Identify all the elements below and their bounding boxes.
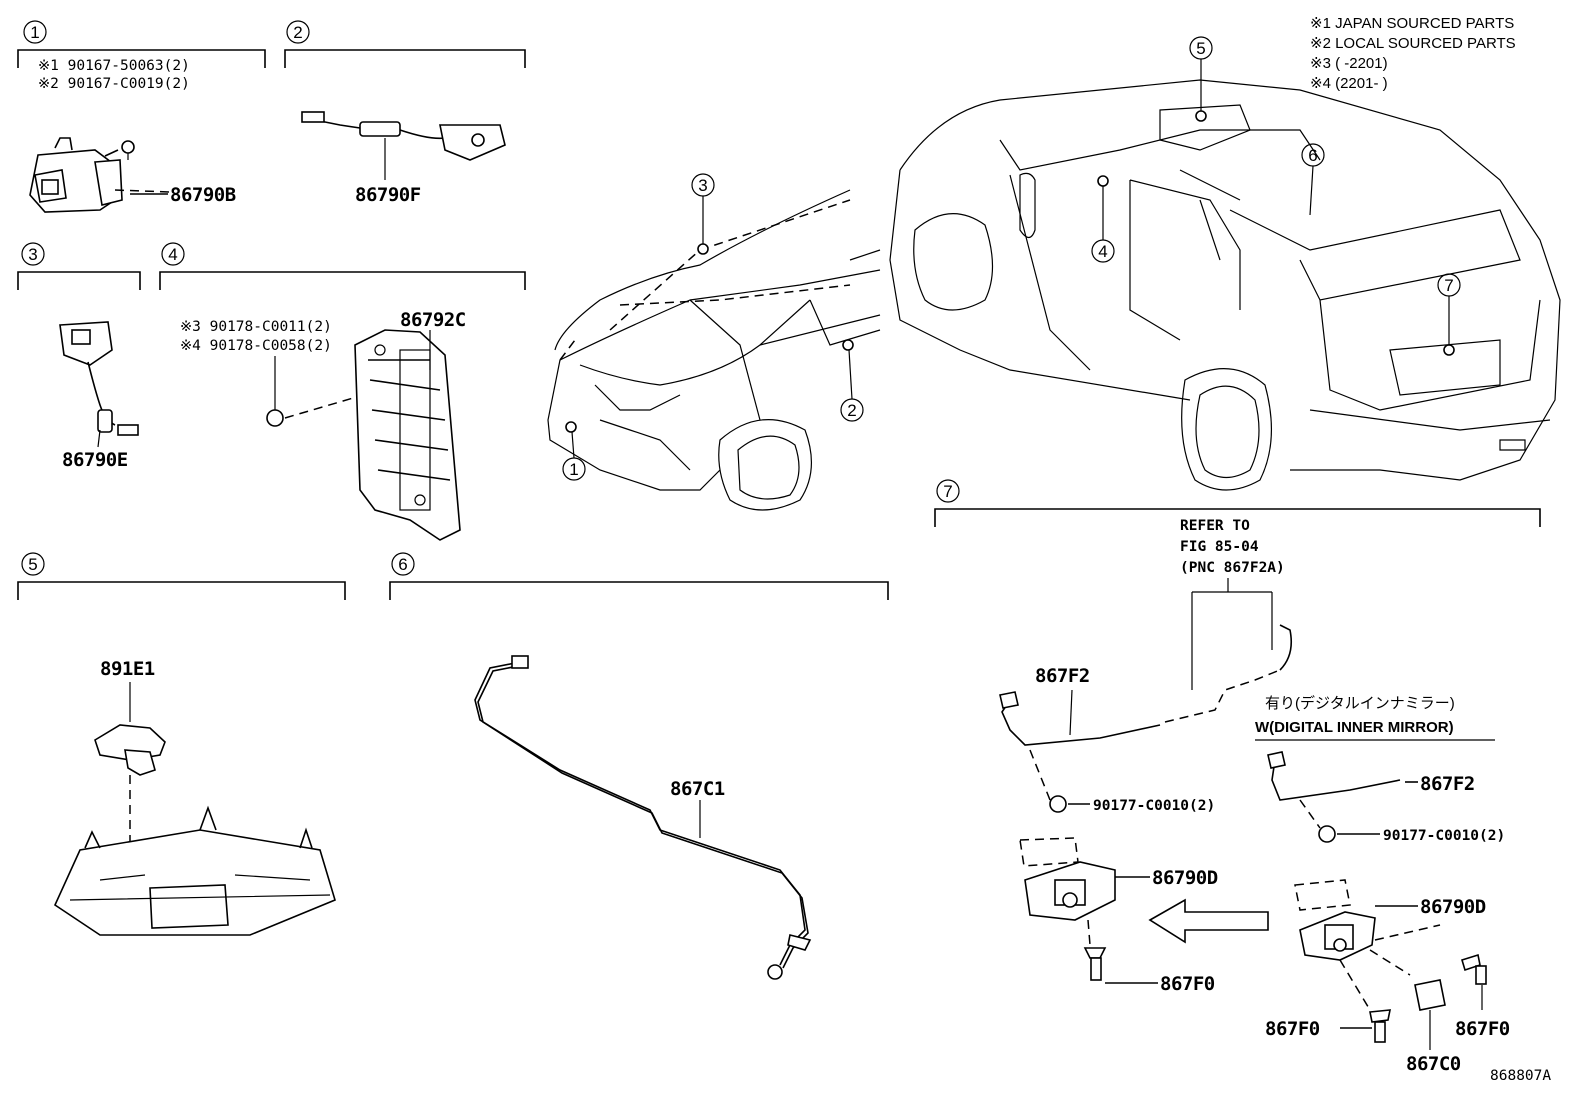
section-5-bracket [17, 581, 346, 600]
clip-left [1049, 795, 1067, 813]
legend-line-4: ※4 (2201- ) [1310, 75, 1388, 92]
illustration-id: 868807A [1490, 1068, 1551, 1084]
part-86790E: 86790E [62, 449, 128, 471]
overhead-console-part [53, 805, 336, 936]
section-1: 1 ※1 90167-50063(2) ※2 90167-C0019(2) 86… [17, 20, 266, 213]
camera-cable-part [474, 655, 812, 980]
part-86790D-right: 86790D [1420, 896, 1486, 918]
section-1-bracket [17, 49, 266, 68]
part-90177-right: 90177-C0010(2) [1383, 828, 1505, 844]
rear-vehicle-illustration [889, 79, 1561, 491]
section-2: 2 86790F [284, 20, 526, 206]
part-86790B: 86790B [170, 184, 236, 206]
legend-line-3: ※3 ( -2201) [1310, 55, 1388, 72]
variant-label-en: W(DIGITAL INNER MIRROR) [1255, 719, 1454, 736]
section-4-note-2: ※4 90178-C0058(2) [180, 338, 332, 354]
part-86792C: 86792C [400, 309, 466, 331]
section-7: 7 REFER TO FIG 85-04 (PNC 867F2A) 867F2 … [934, 479, 1541, 1075]
callout-1: 1 [569, 460, 578, 479]
section-1-number: 1 [30, 23, 39, 42]
refer-line-3: (PNC 867F2A) [1180, 560, 1285, 576]
part-867F0-right-a: 867F0 [1455, 1018, 1510, 1040]
part-867F2-left: 867F2 [1035, 665, 1090, 687]
section-5-number: 5 [28, 555, 37, 574]
callout-3: 3 [698, 176, 707, 195]
section-7-bracket [934, 508, 1541, 527]
refer-line-1: REFER TO [1180, 518, 1250, 534]
section-6: 6 867C1 [389, 552, 889, 980]
camera-86790D-left [1024, 861, 1116, 921]
part-867C1: 867C1 [670, 778, 725, 800]
part-867F2-right: 867F2 [1420, 773, 1475, 795]
section-2-bracket [284, 49, 526, 68]
clip-part [266, 409, 284, 427]
section-7-number: 7 [943, 482, 952, 501]
wire-867F2-right [1267, 751, 1401, 801]
legend-line-2: ※2 LOCAL SOURCED PARTS [1310, 35, 1516, 52]
section-2-number: 2 [293, 23, 302, 42]
camera-harness-part [59, 321, 139, 436]
refer-line-2: FIG 85-04 [1180, 539, 1259, 555]
section-3: 3 86790E [17, 242, 141, 471]
side-camera-part [301, 111, 506, 161]
screw-867F0-right-a [1461, 953, 1487, 985]
front-vehicle-illustration [547, 189, 881, 511]
section-3-number: 3 [28, 245, 37, 264]
section-5: 5 891E1 [17, 552, 346, 936]
section-4-note-1: ※3 90178-C0011(2) [180, 319, 332, 335]
section-1-note-1: ※1 90167-50063(2) [38, 58, 190, 74]
section-6-number: 6 [398, 555, 407, 574]
part-867C0: 867C0 [1406, 1053, 1461, 1075]
section-4-circle [161, 242, 185, 266]
section-6-bracket [389, 581, 889, 600]
section-5-circle [21, 552, 45, 576]
part-90177-left: 90177-C0010(2) [1093, 798, 1215, 814]
callout-7: 7 [1444, 276, 1453, 295]
section-3-bracket [17, 271, 141, 290]
section-3-circle [21, 242, 45, 266]
interior-camera-part [94, 724, 166, 776]
part-86790F: 86790F [355, 184, 421, 206]
callout-2: 2 [847, 401, 856, 420]
part-867F0-right-b: 867F0 [1265, 1018, 1320, 1040]
screw-867F0-left [1083, 947, 1107, 981]
callout-6: 6 [1308, 146, 1317, 165]
legend-line-1: ※1 JAPAN SOURCED PARTS [1310, 15, 1514, 32]
section-2-circle [286, 20, 310, 44]
callout-5: 5 [1196, 39, 1205, 58]
vehicle-callouts: 1 2 3 4 5 6 7 [562, 36, 1461, 481]
section-1-note-2: ※2 90167-C0019(2) [38, 76, 190, 92]
variant-label-jp: 有り(デジタルインナミラー) [1265, 694, 1455, 712]
screw-867F0-right-b [1369, 1009, 1391, 1043]
section-6-circle [391, 552, 415, 576]
replacement-arrow [1148, 898, 1269, 944]
part-86790D-left: 86790D [1152, 867, 1218, 889]
callout-4: 4 [1098, 242, 1107, 261]
section-4-bracket [159, 271, 526, 290]
front-camera-part [29, 137, 171, 213]
part-867F0-left: 867F0 [1160, 973, 1215, 995]
ecu-bracket-part [354, 329, 461, 541]
section-1-circle [23, 20, 47, 44]
clip-right [1318, 825, 1336, 843]
wire-867F2-left [999, 624, 1293, 746]
connector-867C0 [1414, 979, 1446, 1011]
section-4: 4 ※3 90178-C0011(2) ※4 90178-C0058(2) 86… [159, 242, 526, 541]
legend: ※1 JAPAN SOURCED PARTS ※2 LOCAL SOURCED … [1310, 15, 1516, 92]
camera-86790D-right [1299, 911, 1376, 961]
section-7-circle [936, 479, 960, 503]
part-891E1: 891E1 [100, 658, 155, 680]
section-4-number: 4 [168, 245, 177, 264]
